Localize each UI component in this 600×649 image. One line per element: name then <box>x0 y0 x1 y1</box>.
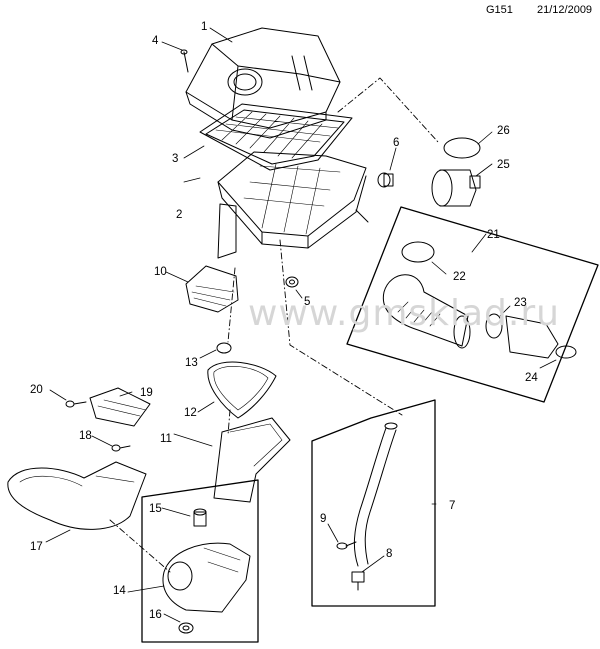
part-23-clamp <box>485 313 503 339</box>
callout-labels: 1 2 3 4 5 6 7 8 9 10 11 12 13 14 15 16 1… <box>30 21 538 621</box>
callout-3: 3 <box>172 153 178 165</box>
part-13-plug <box>216 342 232 354</box>
callout-16: 16 <box>149 609 162 621</box>
detail-box-14 <box>141 479 259 643</box>
part-3-filter-element <box>199 103 353 171</box>
callout-22: 22 <box>453 271 466 283</box>
part-25-maf-sensor <box>431 169 481 207</box>
part-15-grommet <box>193 508 207 527</box>
construction-lines <box>109 77 439 573</box>
part-22-clamp <box>401 241 435 263</box>
callout-12: 12 <box>184 407 197 419</box>
part-17-inlet-duct <box>7 461 147 530</box>
part-14-resonator <box>162 542 251 613</box>
part-18-bolt <box>111 444 131 452</box>
callout-25: 25 <box>497 159 510 171</box>
part-26-clamp <box>443 137 481 159</box>
part-20-bolt <box>65 400 87 408</box>
part-4-screw <box>180 49 189 73</box>
callout-10: 10 <box>154 266 167 278</box>
detail-box-7 <box>311 399 436 607</box>
callout-20: 20 <box>30 384 43 396</box>
part-24-adaptor <box>505 315 577 359</box>
callout-7: 7 <box>449 500 455 512</box>
part-1-air-cleaner-cover <box>185 27 341 139</box>
part-2-air-cleaner-housing <box>217 151 369 259</box>
callout-4: 4 <box>152 35 159 47</box>
callout-5: 5 <box>304 296 310 308</box>
callout-21: 21 <box>487 229 500 241</box>
callout-24: 24 <box>525 372 538 384</box>
callout-23: 23 <box>514 297 527 309</box>
watermark-text: www.gmsklad.ru <box>248 293 560 334</box>
callout-6: 6 <box>393 137 399 149</box>
leader-lines <box>45 27 557 623</box>
callout-13: 13 <box>185 357 198 369</box>
callout-11: 11 <box>160 433 172 445</box>
diagram-date: 21/12/2009 <box>537 4 593 16</box>
callout-18: 18 <box>79 430 92 442</box>
part-11-air-duct <box>213 417 291 503</box>
callout-2: 2 <box>176 209 182 221</box>
part-6-grommet <box>377 172 394 188</box>
part-7-breather-hose <box>353 422 398 567</box>
diagram-code: G151 <box>486 4 513 16</box>
callout-1: 1 <box>201 21 207 33</box>
callout-26: 26 <box>497 125 510 137</box>
part-9-clip <box>336 541 357 550</box>
part-8-connector <box>351 571 365 591</box>
detail-box-21 <box>346 206 599 403</box>
callout-14: 14 <box>113 585 126 597</box>
part-16-grommet <box>178 622 194 634</box>
callout-17: 17 <box>30 541 43 553</box>
callout-9: 9 <box>320 513 326 525</box>
part-21-intake-duct <box>382 274 471 349</box>
callout-19: 19 <box>140 387 153 399</box>
part-5-grommet <box>285 276 299 288</box>
part-10-resonator <box>185 265 239 313</box>
part-19-bracket <box>89 387 151 427</box>
callout-8: 8 <box>386 548 392 560</box>
callout-15: 15 <box>149 503 162 515</box>
part-12-seal <box>207 361 277 419</box>
